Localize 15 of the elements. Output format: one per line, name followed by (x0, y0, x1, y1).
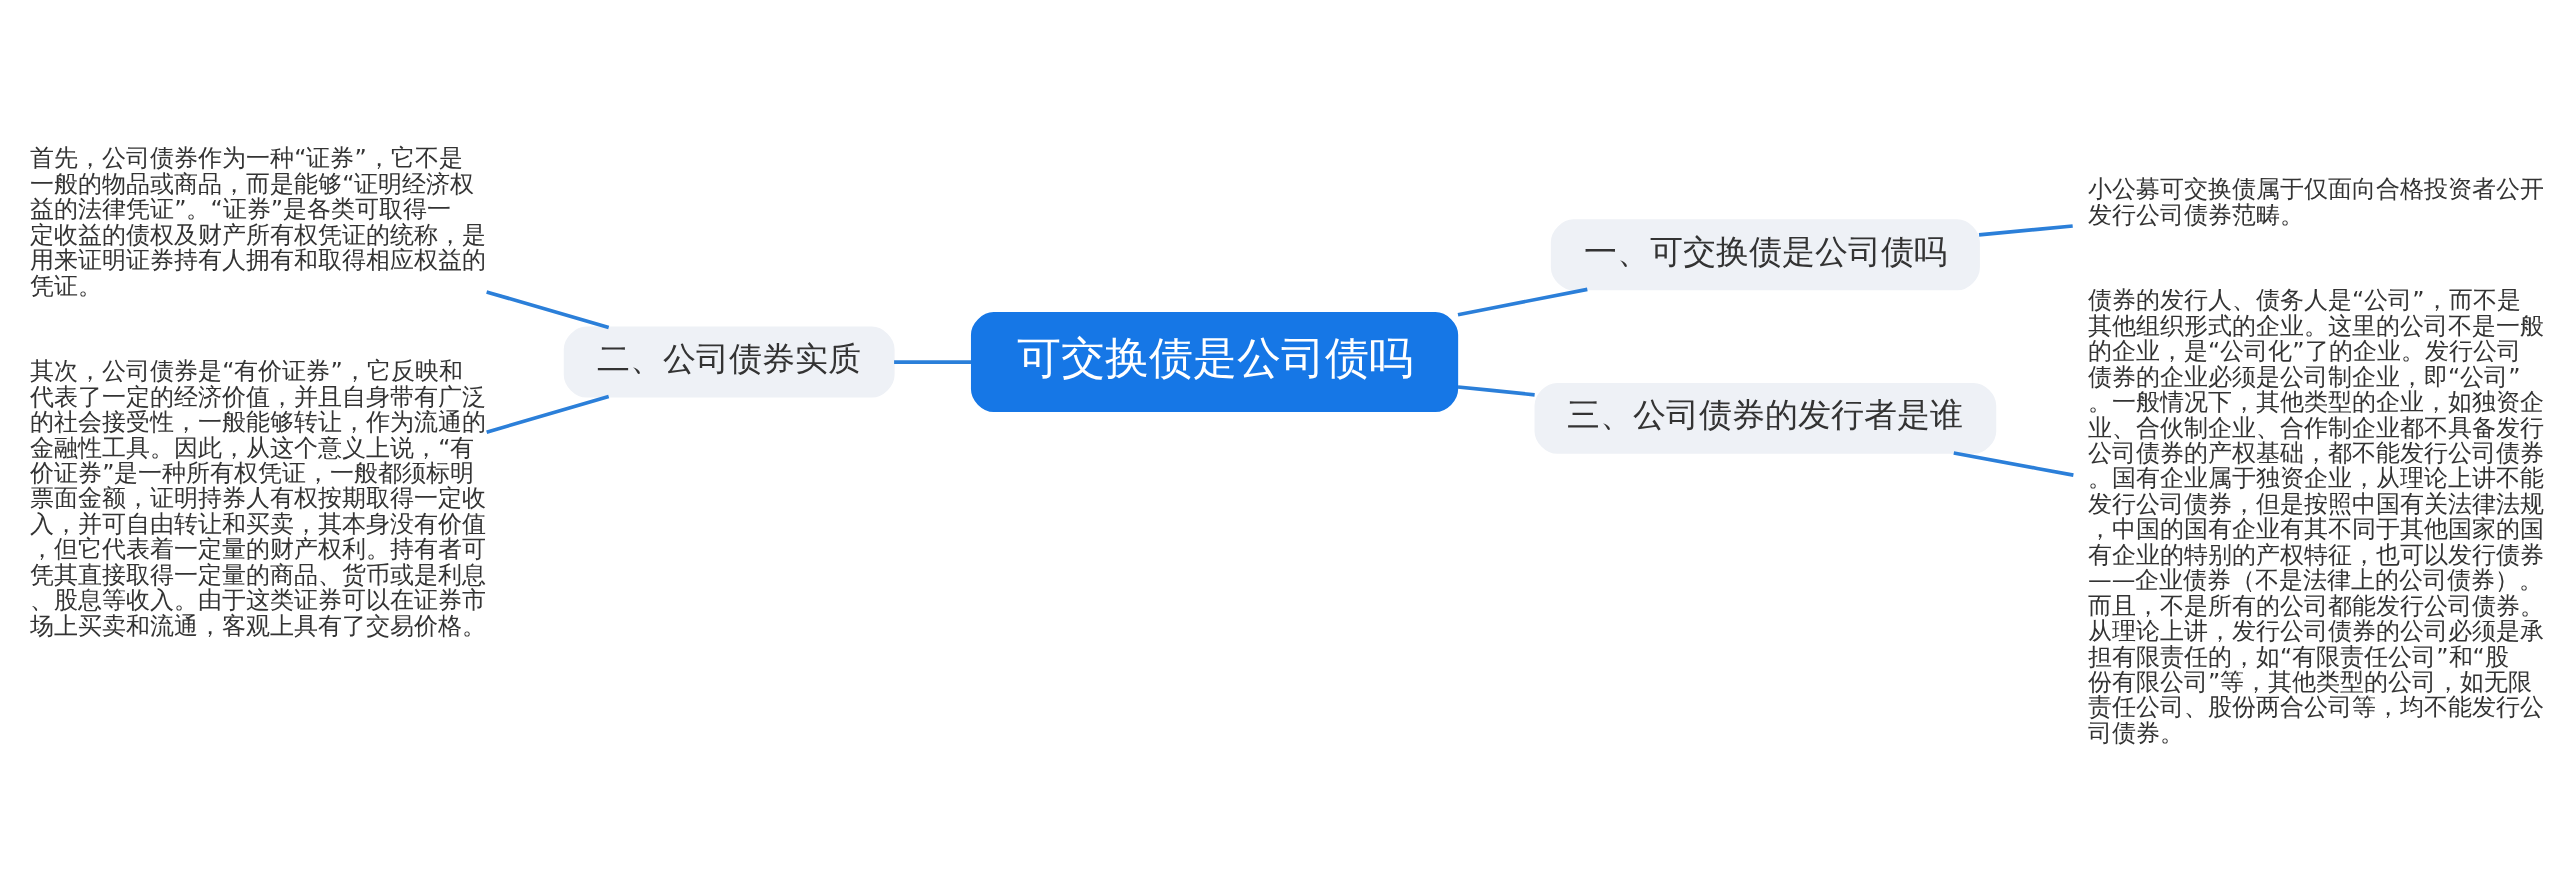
node-box: 二、公司债券实质 (563, 326, 895, 397)
node-box: 三、公司债券的发行者是谁 (1534, 382, 1997, 454)
node-text: 债券的发行人、债务人是“公司”，而不是其他组织形式的企业。这里的公司不是一般的企业，是“公司化”了的企业。发行公司债券的企业必须是公司制企业，即“公司”。一般情况下，其他类型的企业，如独资企业、合伙制企业、合作制企业都不具备发行公司债券的产权基础，都不能发行公司债券。国有企业属于独资企业，从理论上讲不能发行公司债券，但是按照中国有关法律法规，中国的国有企业有其不同于其他国家的国有企业的特别的产权特征，也可以发行债券——企业债券（不是法律上的公司债券）。而且，不是所有的公司都能发行公司债券。从理论上讲，发行公司债券的公司必须是承担有限责任的，如“有限责任公司”和“股份有限公司”等，其他类型的公司，如无限责任公司、股份两合公司等，均不能发行公司债券。 (2088, 285, 2545, 747)
node-text: 首先，公司债券作为一种“证券”，它不是一般的物品或商品，而是能够“证明经济权益的法律凭证”。“证券”是各类可取得一定收益的债权及财产所有权凭证的统称，是用来证明证券持有人拥有和取得相应权益的凭证。 (30, 143, 487, 300)
connector (486, 394, 610, 434)
connector (1953, 450, 2074, 477)
node-box: 一、可交换债是公司债吗 (1550, 218, 1980, 290)
connector (486, 289, 610, 329)
connector (894, 359, 972, 364)
connector (1457, 384, 1535, 397)
connector (1457, 287, 1588, 316)
connector (1978, 223, 2073, 237)
node-text: 其次，公司债券是“有价证券”，它反映和代表了一定的经济价值，并且自身带有广泛的社会接受性，一般能够转让，作为流通的金融性工具。因此，从这个意义上说，“有价证券”是一种所有权凭证，一般都须标明票面金额，证明持券人有权按期取得一定收入，并可自由转让和买卖，其本身没有价值，但它代表着一定量的财产权利。持有者可凭其直接取得一定量的商品、货币或是利息、股息等收入。由于这类证券可以在证券市场上买卖和流通，客观上具有了交易价格。 (30, 356, 487, 640)
node-box: 可交换债是公司债吗 (970, 311, 1459, 412)
node-text: 小公募可交换债属于仅面向合格投资者公开发行公司债券范畴。 (2088, 174, 2545, 229)
